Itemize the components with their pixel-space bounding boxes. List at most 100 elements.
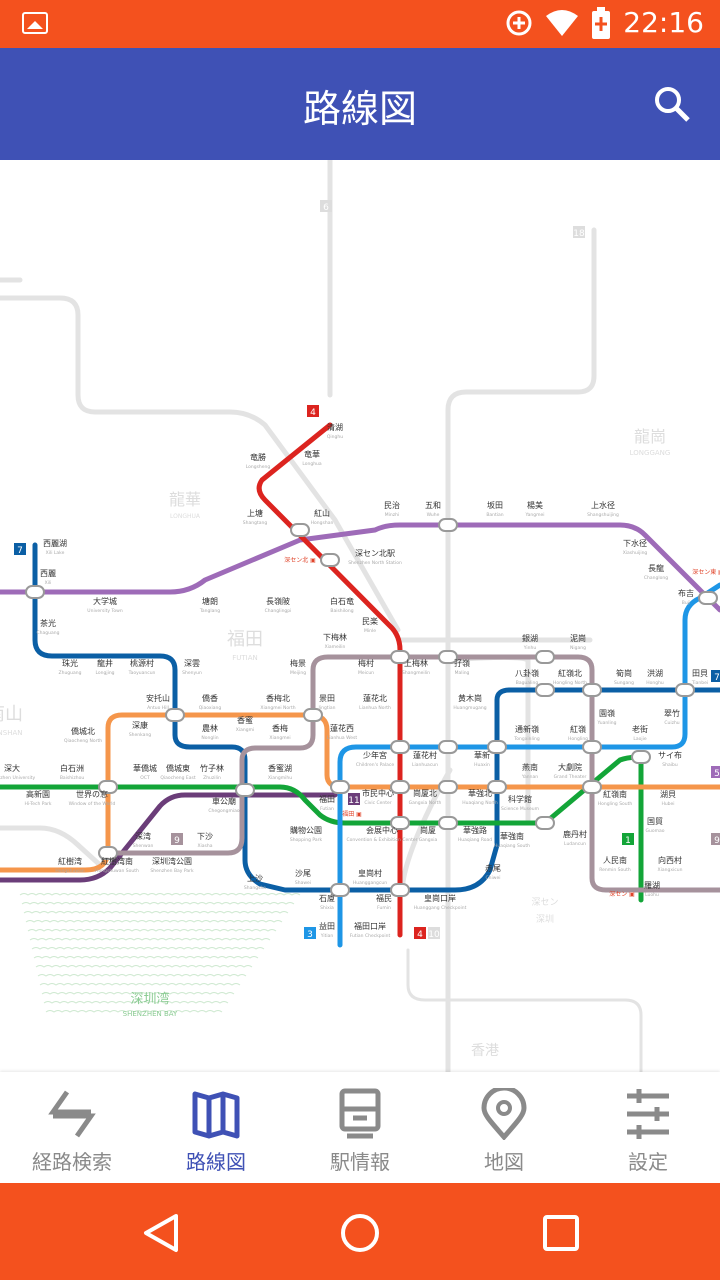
interchange-marker[interactable] (535, 816, 555, 830)
interchange-marker[interactable] (438, 740, 458, 754)
interchange-marker[interactable] (390, 780, 410, 794)
line-5[interactable] (0, 522, 720, 613)
interchange-marker[interactable] (675, 683, 695, 697)
line-badge[interactable] (622, 833, 634, 845)
line-badge[interactable] (14, 543, 26, 555)
interchange-marker[interactable] (535, 683, 555, 697)
recents-icon[interactable] (543, 1213, 579, 1257)
interchange-marker[interactable] (582, 740, 602, 754)
interchange-marker[interactable] (98, 846, 118, 860)
interchange-marker[interactable] (535, 650, 555, 664)
interchange-marker[interactable] (303, 708, 323, 722)
search-icon[interactable] (652, 84, 692, 124)
home-icon[interactable] (340, 1213, 380, 1257)
line-badge[interactable] (171, 833, 183, 845)
line-badge[interactable] (711, 833, 720, 845)
line-10-inactive[interactable] (0, 295, 401, 633)
line-badge[interactable] (573, 226, 585, 238)
interchange-marker[interactable] (390, 650, 410, 664)
line-badge[interactable] (414, 927, 426, 939)
metro-map-canvas[interactable]: 龍華LONGHUA福田FUTIAN龍崗LONGGANG南山NANSHAN深圳湾S… (0, 160, 720, 1072)
line-hk-inactive[interactable] (406, 948, 643, 1072)
line-badge[interactable] (348, 793, 360, 805)
route-map[interactable]: 龍華LONGHUA福田FUTIAN龍崗LONGGANG南山NANSHAN深圳湾S… (0, 160, 720, 1072)
railway-station-poi[interactable]: 深セン東 ▣ (692, 568, 720, 576)
interchange-marker[interactable] (390, 883, 410, 897)
interchange-marker[interactable] (438, 650, 458, 664)
nav-map[interactable]: 地図 (432, 1072, 576, 1183)
station[interactable]: 深大Shenzhen University (0, 763, 35, 781)
interchange-marker[interactable] (390, 740, 410, 754)
interchange-marker[interactable] (235, 783, 255, 797)
line-11[interactable] (0, 792, 338, 883)
line-badge[interactable] (320, 200, 332, 212)
interchange-marker[interactable] (582, 780, 602, 794)
line-badge[interactable] (711, 766, 720, 778)
nav-settings[interactable]: 設定 (576, 1072, 720, 1183)
nav-route-map[interactable]: 路線図 (144, 1072, 288, 1183)
interchange-marker[interactable] (438, 780, 458, 794)
